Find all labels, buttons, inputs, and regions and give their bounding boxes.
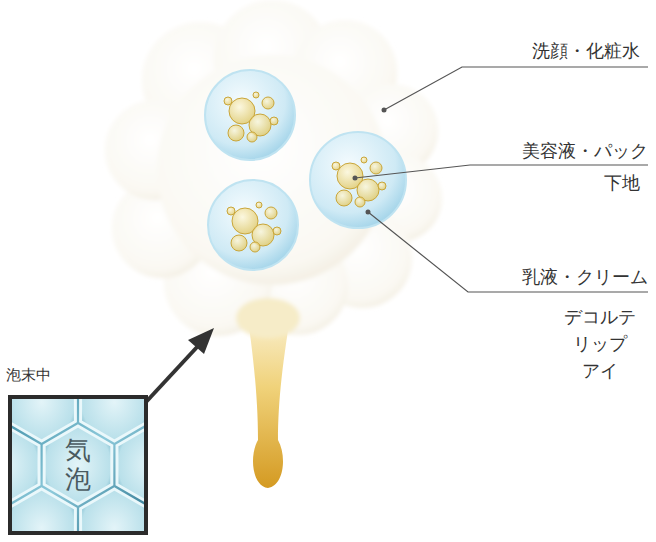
oil-sphere bbox=[253, 92, 259, 98]
oil-sphere bbox=[224, 97, 232, 105]
oil-sphere bbox=[256, 202, 262, 208]
oil-sphere bbox=[228, 125, 244, 141]
pointer-arrow bbox=[146, 346, 198, 402]
foam-cloud bbox=[105, 0, 442, 338]
inset-frame: 気泡 bbox=[8, 395, 148, 535]
bubble-cell bbox=[44, 426, 112, 504]
bubble-cells bbox=[12, 399, 144, 531]
capsule bbox=[208, 180, 298, 270]
oil-sphere bbox=[247, 132, 257, 142]
leader-dot bbox=[353, 176, 358, 181]
product-label: 乳液・クリーム bbox=[522, 266, 648, 288]
product-label: 美容液・パック bbox=[522, 140, 648, 162]
product-label: リップ bbox=[573, 333, 627, 355]
bubble-label: 気泡 bbox=[65, 436, 91, 493]
oil-sphere bbox=[250, 242, 260, 252]
oil-sphere bbox=[361, 157, 367, 163]
oil-sphere bbox=[370, 162, 382, 174]
inset-heading: 泡末中 bbox=[6, 365, 152, 385]
capsule bbox=[205, 70, 295, 160]
leader-lines bbox=[355, 67, 648, 292]
product-label: デコルテ bbox=[564, 306, 636, 328]
capsule-bubbles bbox=[205, 70, 406, 270]
oil-sphere bbox=[262, 97, 274, 109]
oil-sphere bbox=[227, 207, 235, 215]
product-label: 下地 bbox=[604, 172, 640, 194]
oil-sphere bbox=[265, 207, 277, 219]
bubble-cell bbox=[81, 489, 144, 531]
arrow-head bbox=[188, 328, 214, 354]
oil-sphere bbox=[270, 117, 278, 125]
oil-sphere bbox=[355, 197, 365, 207]
inset-box: 泡末中気泡 bbox=[6, 365, 152, 537]
leader-dot bbox=[382, 108, 387, 113]
oil-sphere bbox=[273, 227, 281, 235]
oil-sphere bbox=[231, 235, 247, 251]
capsule bbox=[310, 132, 406, 228]
leader-dot bbox=[366, 210, 371, 215]
oil-sphere bbox=[378, 182, 386, 190]
oil-sphere bbox=[336, 190, 352, 206]
product-label: 洗顔・化粧水 bbox=[532, 40, 640, 62]
oil-sphere bbox=[332, 162, 340, 170]
bubble-cell bbox=[12, 489, 75, 531]
product-label: アイ bbox=[582, 360, 618, 382]
